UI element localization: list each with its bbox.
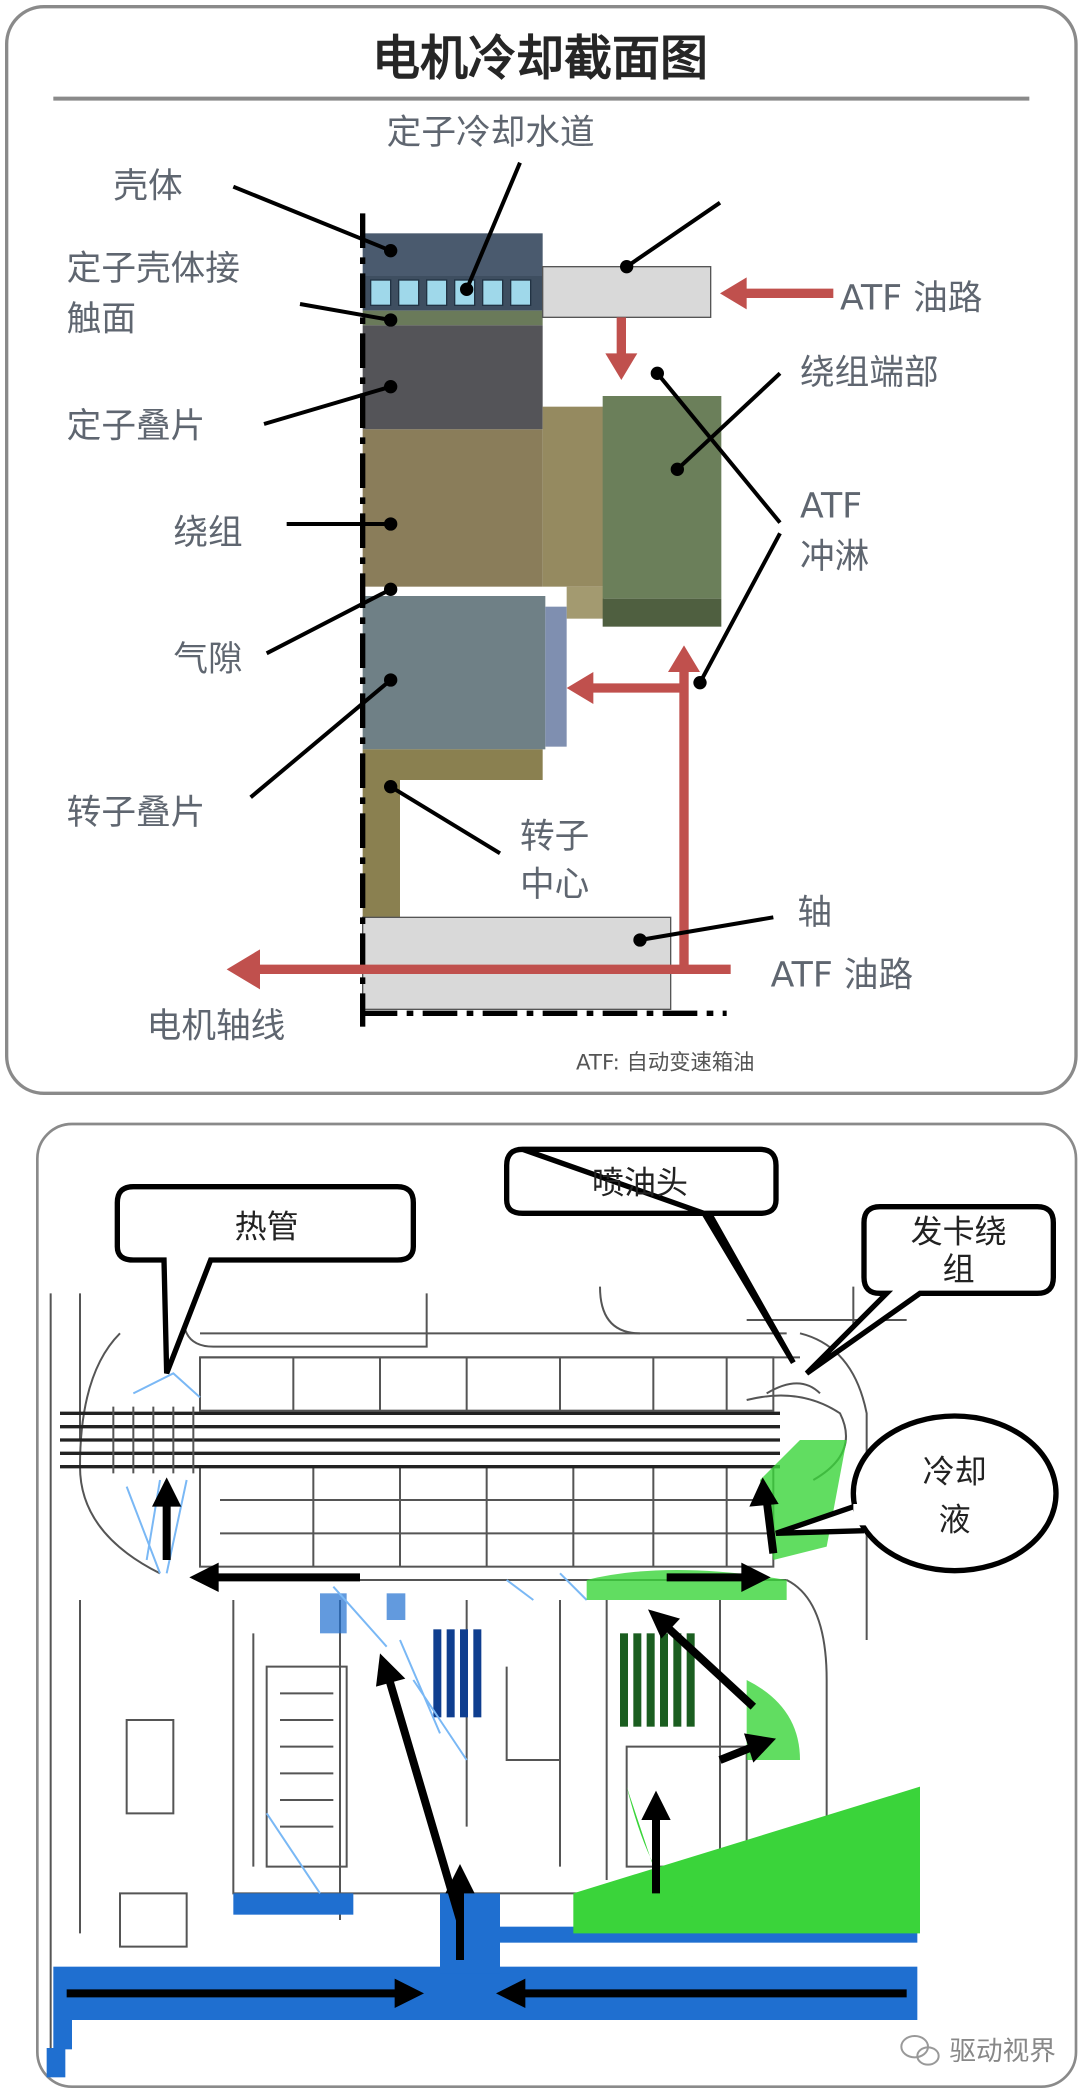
atf-oil-path-box: [542, 266, 712, 318]
callout-coolant-text: 冷却: [923, 1453, 987, 1491]
callout-coolant: 冷却 液: [775, 1413, 1059, 1574]
callout-heat-pipe: 热管: [114, 1184, 416, 1375]
label-rotor-center-2: 中心: [520, 865, 589, 905]
callout-hairpin-winding: 发卡绕 组: [804, 1204, 1056, 1376]
water-channel: [425, 279, 448, 306]
label-stator-water-channel: 定子冷却水道: [387, 113, 595, 153]
callout-oil-nozzle: 喷油头: [504, 1146, 796, 1365]
atf-flow-arrows: [226, 277, 834, 990]
watermark-text: 驱动视界: [949, 2036, 1056, 2067]
rotor-center-web: [362, 780, 400, 918]
bottom-panel: 热管 喷油头 发卡绕 组 冷却 液 驱动视界: [36, 1122, 1078, 2088]
water-channel: [509, 279, 532, 306]
contact-surface: [362, 310, 543, 326]
winding-extension: [542, 406, 604, 587]
label-housing: 壳体: [113, 166, 182, 206]
label-stator-housing-contact: 定子壳体接: [67, 249, 240, 289]
footnote: ATF: 自动变速箱油: [576, 1050, 755, 1075]
watermark: 驱动视界: [900, 2034, 1056, 2067]
wechat-icon: [900, 2034, 940, 2066]
winding-block: [362, 429, 543, 587]
end-winding-bottom: [602, 598, 722, 627]
shaft-block: [362, 916, 672, 1010]
callout-hairpin-winding-text-2: 组: [943, 1250, 975, 1288]
callout-heat-pipe-text: 热管: [235, 1207, 299, 1245]
water-channels: [369, 279, 532, 306]
callout-oil-nozzle-text: 喷油头: [592, 1163, 688, 1201]
callout-coolant-text-2: 液: [939, 1501, 971, 1539]
stator-laminations-block: [362, 325, 543, 430]
oil-spray: [125, 1372, 588, 1894]
label-stator-laminations: 定子叠片: [67, 406, 206, 446]
label-atf-spray: ATF: [800, 486, 862, 526]
label-motor-axis: 电机轴线: [147, 1006, 286, 1046]
water-channel: [369, 279, 392, 306]
label-shaft: 轴: [797, 893, 832, 933]
label-air-gap: 气隙: [173, 640, 242, 680]
water-channel: [481, 279, 504, 306]
label-winding-end: 绕组端部: [800, 353, 939, 393]
water-channel: [397, 279, 420, 306]
end-winding-block: [602, 396, 722, 599]
label-stator-housing-contact-2: 触面: [67, 300, 136, 340]
coolant-flow-arrows: [66, 1477, 907, 2008]
top-panel: 电机冷却截面图: [5, 5, 1078, 1095]
leader-lines: [232, 161, 782, 947]
callout-hairpin-winding-text: 发卡绕: [911, 1213, 1007, 1251]
label-rotor-laminations: 转子叠片: [67, 793, 206, 833]
rotor-laminations-block: [362, 596, 546, 750]
winding-extension-lower: [566, 586, 604, 619]
label-atf-oil-path-top: ATF 油路: [840, 278, 982, 318]
rotor-end-plate: [545, 606, 567, 747]
label-atf-spray-2: 冲淋: [800, 537, 869, 577]
rotor-center-top: [362, 749, 543, 780]
label-atf-oil-path-bottom: ATF 油路: [771, 956, 913, 996]
label-rotor-center: 转子: [520, 817, 589, 857]
label-winding: 绕组: [173, 513, 242, 553]
page-title: 电机冷却截面图: [372, 31, 708, 87]
